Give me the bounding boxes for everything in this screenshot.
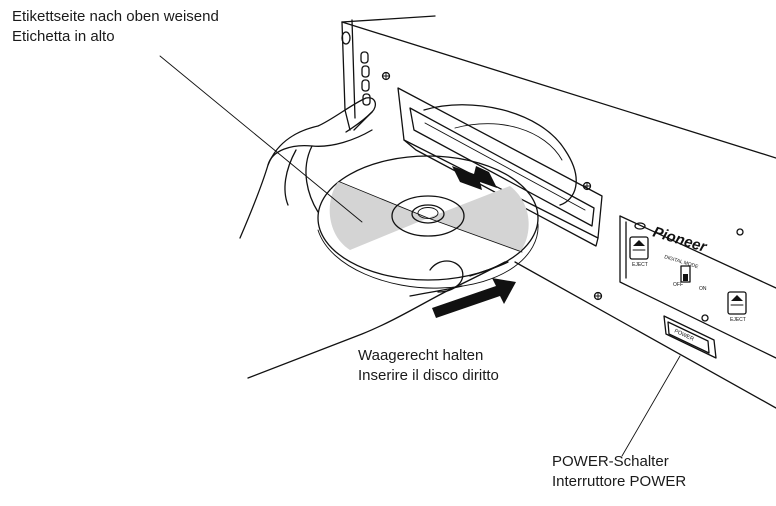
- callout-hold-level-de: Waagerecht halten: [358, 347, 484, 364]
- disc-slot: [397, 87, 603, 247]
- control-panel: [619, 215, 776, 359]
- leader-lines: [159, 55, 681, 457]
- callout-power-switch: POWER-Schalter Interruttore POWER: [552, 452, 686, 492]
- callout-label-side-it: Etichetta in alto: [12, 28, 115, 45]
- upper-arrow-icon: [452, 166, 497, 190]
- eject-left-label: EJECT: [632, 262, 648, 268]
- callout-hold-level-it: Inserire il disco diritto: [358, 367, 499, 384]
- eject-icon: [731, 295, 743, 301]
- eject-right-label: EJECT: [730, 317, 746, 323]
- upper-hand: [239, 97, 377, 239]
- eject-button-left[interactable]: EJECT: [629, 236, 649, 268]
- rack-ear-slots: [341, 31, 371, 106]
- power-indicator: [701, 314, 709, 322]
- power-button[interactable]: POWER: [663, 315, 717, 359]
- leader-power-switch: [621, 355, 681, 457]
- insert-arrows: [432, 166, 516, 318]
- lower-hand: [247, 260, 509, 379]
- callout-power-switch-de: POWER-Schalter: [552, 453, 669, 470]
- lower-arrow-icon: [432, 278, 516, 318]
- leader-label-side: [159, 55, 363, 223]
- digital-mode-switch[interactable]: DIGITAL MODE OFF ON: [663, 254, 706, 292]
- brand-logo: Pioneer: [651, 224, 710, 257]
- callout-hold-level: Waagerecht halten Inserire il disco diri…: [358, 346, 499, 386]
- eject-button-right[interactable]: EJECT: [727, 291, 747, 323]
- compact-disc: [317, 104, 577, 289]
- player-chassis: [341, 15, 776, 409]
- callout-label-side: Etikettseite nach oben weisend Etichetta…: [12, 7, 219, 47]
- callout-power-switch-it: Interruttore POWER: [552, 473, 687, 490]
- brand-text: Pioneer: [651, 224, 710, 257]
- mode-on-label: ON: [699, 286, 707, 292]
- mode-off-label: OFF: [673, 282, 683, 288]
- callout-label-side-de: Etikettseite nach oben weisend: [12, 8, 219, 25]
- eject-icon: [633, 240, 645, 246]
